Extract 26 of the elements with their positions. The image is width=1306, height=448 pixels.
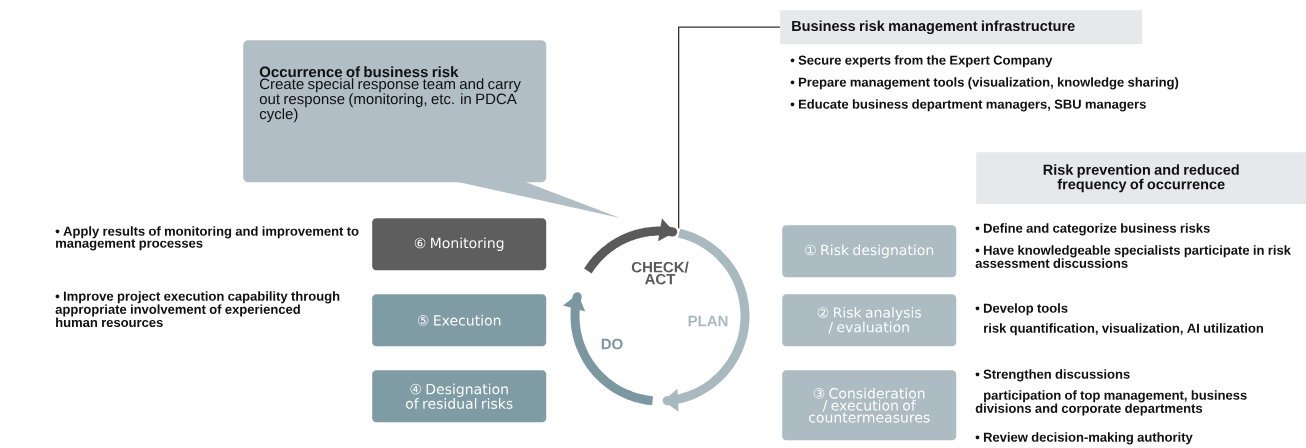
bullet-text: • Define and categorize business risks	[975, 223, 1210, 236]
callout-bubble: Occurrence of business risk Create special response team and carry out response (monitoring, etc. in PDCA cycle)	[243, 40, 620, 218]
connector-line	[678, 26, 781, 229]
step-box: ④ Designation of residual risks	[372, 370, 547, 423]
bullet-text: risk quantification, visualization, AI utilization	[984, 323, 1263, 336]
bullet-text: • Secure experts from the Expert Company	[790, 55, 1053, 68]
bullet-text: • Prepare management tools (visualization, knowledge sharing)	[790, 77, 1179, 90]
step-box: ⑥ Monitoring	[372, 218, 547, 271]
bullet-text: participation of top management, business divisions and corporate departments	[975, 390, 1247, 416]
bullet-text: • Review decision-making authority	[975, 432, 1193, 445]
step-box: ② Risk analysis / evaluation	[782, 294, 957, 347]
bullet-text: • Apply results of monitoring and improvement to management processes	[55, 226, 359, 251]
bullet-text: • Strengthen discussions	[975, 369, 1130, 382]
pdca-cycle-ring: CHECK/ ACT PLAN DO	[563, 218, 750, 412]
bullet-text: • Improve project execution capability through appropriate involvement of experienced human resources	[55, 291, 340, 328]
header-box: Risk prevention and reduced frequency of occurrence	[976, 152, 1306, 205]
header-box: Business risk management infrastructure	[780, 10, 1143, 45]
step-box: ⑤ Execution	[372, 294, 547, 347]
bullet-text: • Have knowledgeable specialists participate in risk assessment discussions	[975, 245, 1291, 268]
bullet-text: • Educate business department managers, SBU managers	[790, 99, 1146, 112]
bullet-text: • Develop tools	[975, 303, 1068, 316]
node-label: CHECK/ ACT	[631, 261, 689, 285]
node-label: DO	[601, 338, 623, 350]
step-box: ③ Consideration / execution of countermeasures	[782, 370, 957, 441]
step-box: ① Risk designation	[782, 225, 957, 278]
node-label: PLAN	[688, 315, 728, 327]
